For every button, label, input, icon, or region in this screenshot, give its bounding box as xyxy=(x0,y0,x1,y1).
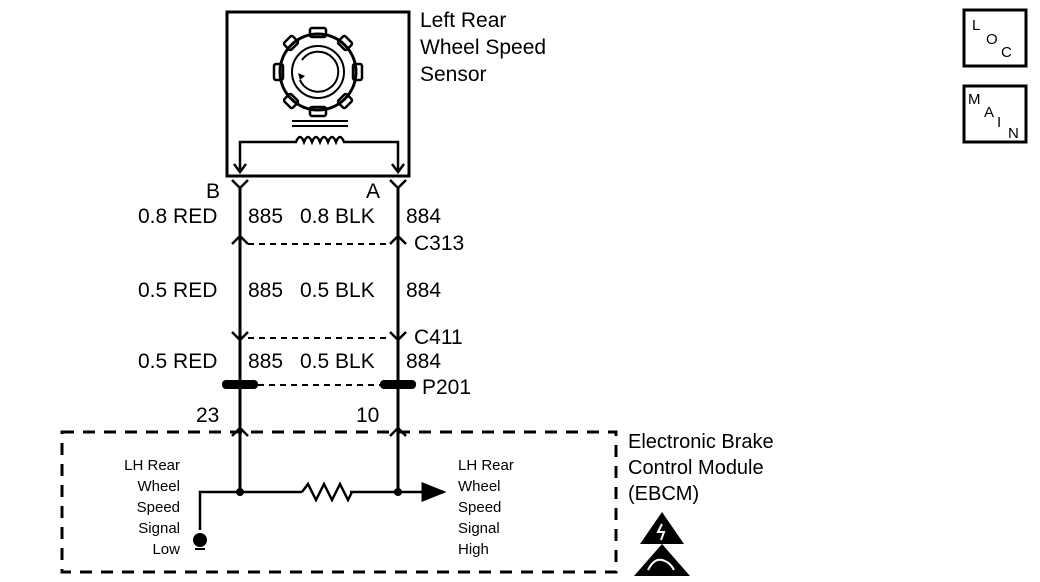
wire-top-right-circuit: 884 xyxy=(406,205,441,228)
main-letter-m: M xyxy=(968,91,981,108)
sensor-title-line2: Wheel Speed xyxy=(420,36,546,59)
loc-letter-c: C xyxy=(1001,44,1012,61)
esd-warning-icon xyxy=(634,512,690,576)
signal-low-line4: Signal xyxy=(138,520,180,537)
loc-letter-o: O xyxy=(986,31,998,48)
wire-bottom-left-color: 0.5 RED xyxy=(138,350,217,373)
module-pin-23: 23 xyxy=(196,404,219,427)
wire-mid-left-circuit: 885 xyxy=(248,279,283,302)
connector-c313-label: C313 xyxy=(414,232,464,255)
signal-low-line3: Speed xyxy=(137,499,180,516)
module-title-line3: (EBCM) xyxy=(628,483,699,505)
connector-p201-label: P201 xyxy=(422,376,471,399)
signal-high-line4: Signal xyxy=(458,520,500,537)
tone-wheel-icon xyxy=(272,26,364,118)
wire-top-right-color: 0.8 BLK xyxy=(300,205,375,228)
sensor-title-line1: Left Rear xyxy=(420,9,506,32)
connector-c411-label: C411 xyxy=(414,326,463,349)
signal-low-line5: Low xyxy=(152,541,180,558)
main-letter-n: N xyxy=(1008,125,1019,142)
sensor-title-line3: Sensor xyxy=(420,63,487,86)
loc-button[interactable]: L O C xyxy=(962,8,1028,68)
main-button[interactable]: M A I N xyxy=(962,84,1028,144)
module-title-line2: Control Module xyxy=(628,457,764,479)
ebcm-internal-circuit xyxy=(198,436,447,530)
ground-icon xyxy=(193,533,207,550)
wire-top-left-circuit: 885 xyxy=(248,205,283,228)
main-letter-i: I xyxy=(997,114,1001,131)
sensor-coil-icon xyxy=(233,120,405,175)
signal-high-line2: Wheel xyxy=(458,478,501,495)
sensor-pin-b: B xyxy=(206,180,220,203)
signal-high-line1: LH Rear xyxy=(458,457,514,474)
wire-bottom-right-color: 0.5 BLK xyxy=(300,350,375,373)
signal-high-line3: Speed xyxy=(458,499,501,516)
module-title-line1: Electronic Brake xyxy=(628,431,774,453)
module-pin-10: 10 xyxy=(356,404,379,427)
signal-low-line2: Wheel xyxy=(137,478,180,495)
wire-mid-left-color: 0.5 RED xyxy=(138,279,217,302)
wire-bottom-right-circuit: 884 xyxy=(406,350,441,373)
sensor-pin-a: A xyxy=(366,180,380,203)
signal-high-line5: High xyxy=(458,541,489,558)
wire-mid-right-circuit: 884 xyxy=(406,279,441,302)
wire-mid-right-color: 0.5 BLK xyxy=(300,279,375,302)
connector-p201 xyxy=(222,380,416,389)
signal-low-line1: LH Rear xyxy=(124,457,180,474)
connector-c411 xyxy=(231,331,407,342)
loc-letter-l: L xyxy=(972,17,980,34)
sensor-box xyxy=(225,10,411,178)
wire-bottom-left-circuit: 885 xyxy=(248,350,283,373)
ebcm-box xyxy=(60,430,618,574)
wire-top-left-color: 0.8 RED xyxy=(138,205,217,228)
connector-c313 xyxy=(231,234,407,245)
main-letter-a: A xyxy=(984,104,994,121)
